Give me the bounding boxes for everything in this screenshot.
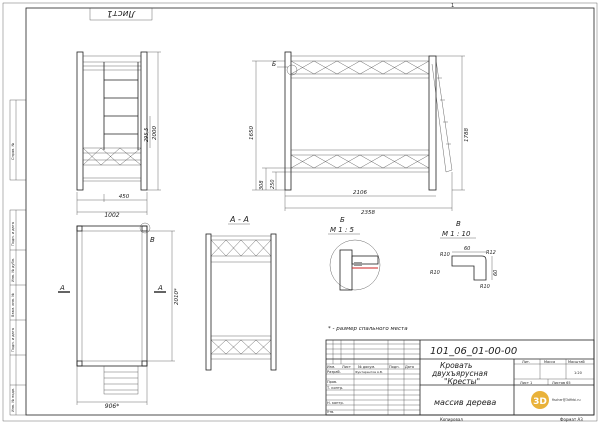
material: массив дерева xyxy=(434,398,496,407)
row-prov: Пров. xyxy=(327,380,337,384)
hdr-izm: Изм. xyxy=(327,365,335,369)
dim-450: 450 xyxy=(119,194,130,200)
copied-label: Копировал xyxy=(440,417,463,422)
dim-60-vertical: 60 xyxy=(493,270,499,276)
list-total: Листов 65 xyxy=(552,381,571,385)
sheet-label-box: Лист1 xyxy=(89,7,153,21)
detail-b-scale: М 1 : 5 xyxy=(330,226,355,234)
logo-mark: 3D xyxy=(533,397,547,407)
hdr-sign: Подп. xyxy=(389,365,400,369)
radius-r10-b: R10 xyxy=(430,270,440,276)
sheet-label: Лист1 xyxy=(107,8,137,18)
list-number: Лист 1 xyxy=(520,381,532,385)
title-block: Изм. Лист № докум. Подп. Дата Разраб. Фу… xyxy=(325,339,595,416)
title-line2: двухъярусная xyxy=(431,369,488,378)
label-b: Б xyxy=(272,61,276,68)
detail-v-scale: М 1 : 10 xyxy=(442,230,471,238)
hdr-list: Лист xyxy=(342,365,351,369)
dim-1788: 1788 xyxy=(464,128,470,142)
section-mark-a-left: А xyxy=(59,284,65,292)
detail-v: В М 1 : 10 60 60 R10 R12 R10 R10 xyxy=(430,220,499,290)
label-v: В xyxy=(150,236,155,244)
side-stamp-s2: Подп. и дата xyxy=(11,222,15,246)
razrab-name: Фунтерентов А.В. xyxy=(355,370,383,374)
radius-r10-c: R10 xyxy=(480,284,490,290)
dim-250: 250 xyxy=(270,179,276,189)
front-view: 450 1002 2000 295,5 xyxy=(76,51,161,219)
dim-906: 906* xyxy=(105,403,119,410)
dim-60-horizontal: 60 xyxy=(464,246,470,252)
dim-2358: 2358 xyxy=(361,210,375,216)
detail-b-title: Б xyxy=(340,216,345,224)
section-a-a: А - А xyxy=(205,215,277,371)
row-tkontr: Т. контр. xyxy=(326,386,343,390)
section-title: А - А xyxy=(229,215,249,224)
hdr-date: Дата xyxy=(405,365,414,369)
detail-v-title: В xyxy=(456,220,461,228)
radius-r10-a: R10 xyxy=(440,252,450,258)
dim-2000: 2000 xyxy=(152,126,158,140)
designation: 101_06_01-00-00 xyxy=(430,346,517,357)
row-utv: Утв. xyxy=(327,410,334,414)
row-razrab: Разраб. xyxy=(327,370,341,374)
side-stamp-s6: Инв. № подл. xyxy=(11,388,15,412)
company-logo: 3D fischer@3dfirbi.ru xyxy=(531,391,581,409)
dim-2010: 2010* xyxy=(174,288,180,305)
format-label: Формат А3 xyxy=(560,417,583,422)
title-line3: "Кресты" xyxy=(444,377,480,386)
radius-r12: R12 xyxy=(486,250,496,256)
dim-308: 308 xyxy=(259,180,265,190)
note-text: * - размер спального места xyxy=(328,326,408,332)
detail-b: Б М 1 : 5 xyxy=(328,216,381,291)
scale-value: 1:20 xyxy=(574,371,582,375)
dim-1650: 1650 xyxy=(249,126,255,140)
dim-1002: 1002 xyxy=(104,212,119,219)
side-view: Б 2106 2358 1650 308 250 1788 xyxy=(249,51,470,216)
side-stamp-s3: Инв. № дубл. xyxy=(11,258,15,282)
logo-caption: fischer@3dfirbi.ru xyxy=(552,398,581,402)
top-view: А А В 2010* 906* xyxy=(58,222,180,410)
page-number: 1 xyxy=(451,3,454,9)
hdr-doc: № докум. xyxy=(358,365,375,369)
hdr-massa: Масса xyxy=(544,360,555,364)
hdr-masshtab: Масштаб xyxy=(568,360,585,364)
side-stamp-s5: Подп. и дата xyxy=(11,328,15,352)
side-stamp-s1: Справ. № xyxy=(11,143,15,160)
title-line1: Кровать xyxy=(440,361,472,370)
side-stamp-s4: Взам. инв. № xyxy=(11,293,15,317)
dim-295-5: 295,5 xyxy=(144,128,150,142)
section-mark-a-right: А xyxy=(157,284,163,292)
row-nkontr: Н. контр. xyxy=(327,401,344,405)
dim-2106: 2106 xyxy=(353,190,367,196)
side-stamp: Справ. № Подп. и дата Инв. № дубл. Взам.… xyxy=(9,99,27,416)
hdr-lit: Лит. xyxy=(522,360,530,364)
